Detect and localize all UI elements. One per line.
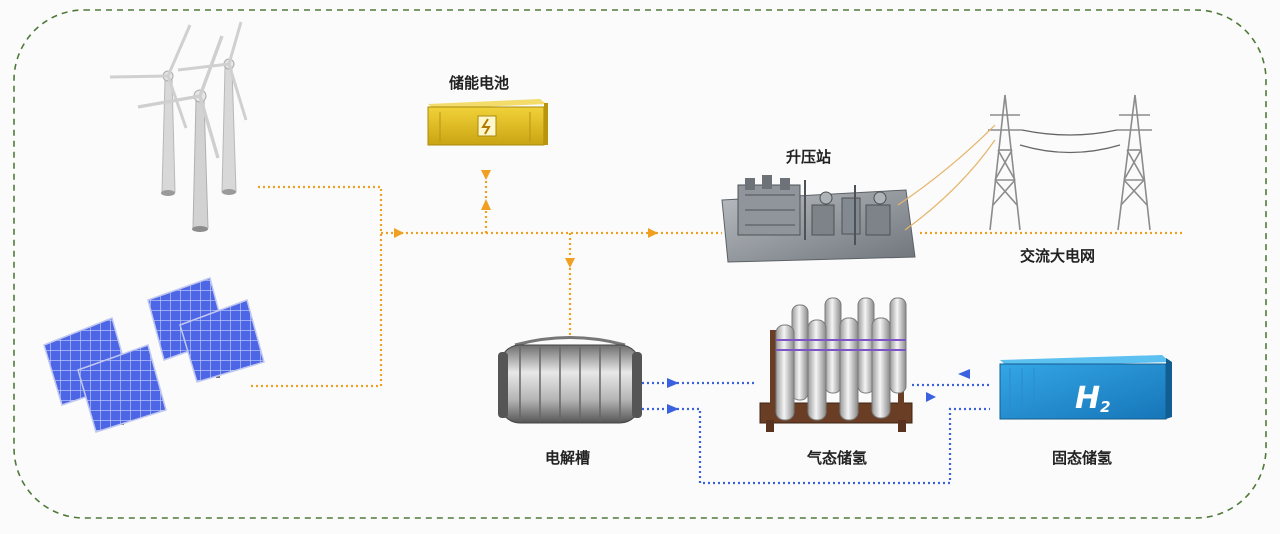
battery-label: 储能电池: [449, 74, 510, 92]
solar-panel-icon: [43, 277, 265, 433]
gas-storage-label: 气态储氢: [807, 449, 868, 467]
h2-subscript: 2: [1100, 398, 1110, 416]
solid-storage-label: 固态储氢: [1052, 449, 1113, 467]
grid-label: 交流大电网: [1020, 247, 1096, 265]
transmission-tower-icon: [897, 94, 1152, 231]
wind-turbine-icon: [109, 21, 248, 232]
substation-icon: [721, 175, 916, 263]
dashed-frame: [13, 9, 1267, 519]
hydrogen-container-icon: H2: [999, 355, 1172, 420]
hydrogen-flow-lines: [642, 381, 990, 485]
power-flow-arrows: [394, 170, 658, 268]
h2-symbol: H2: [1075, 381, 1111, 416]
h2-letter: H: [1075, 381, 1100, 416]
electrolyzer-label: 电解槽: [545, 449, 591, 467]
power-flow-lines: [250, 168, 1182, 388]
gas-cylinder-rack-icon: [759, 297, 913, 432]
battery-container-icon: [427, 99, 548, 146]
electrolyzer-icon: [498, 336, 642, 424]
hydrogen-flow-arrows: [667, 369, 970, 414]
substation-label: 升压站: [786, 148, 832, 166]
